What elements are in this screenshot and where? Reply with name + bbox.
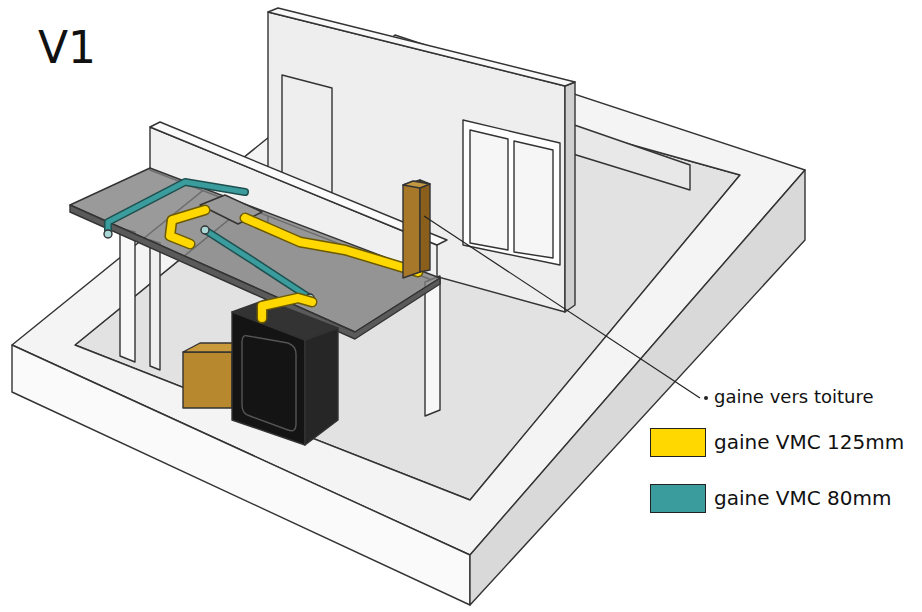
tall-wall-edge	[565, 82, 575, 312]
leader-line	[424, 216, 700, 398]
unit-panel	[242, 336, 296, 431]
window	[463, 120, 560, 265]
roof-duct	[403, 180, 420, 278]
pillar	[120, 228, 135, 362]
diagram-title: V1	[38, 24, 96, 72]
unit-side	[305, 328, 338, 445]
cabinet	[183, 352, 232, 408]
legend-swatch	[650, 484, 706, 513]
vent-outlet	[201, 226, 209, 234]
leader-dot	[704, 396, 708, 400]
duct-125	[170, 210, 418, 272]
tall-wall-top	[268, 8, 575, 86]
roof-duct-top	[403, 181, 430, 188]
window-pane	[514, 141, 553, 258]
legend-text: gaine VMC 125mm	[714, 431, 904, 453]
unit-face	[232, 312, 305, 445]
legend-text: gaine VMC 80mm	[714, 487, 892, 509]
window-pane	[470, 130, 508, 250]
duct-125	[262, 298, 312, 318]
callout-label: gaine vers toiture	[712, 387, 876, 407]
pillar	[150, 240, 160, 370]
duct-80	[108, 182, 310, 298]
back-block	[560, 120, 690, 190]
ceiling-panel-edge	[70, 205, 440, 339]
pillar	[425, 276, 440, 416]
vent-outlet	[104, 230, 112, 238]
roof-duct-side	[420, 180, 430, 272]
legend-swatch	[650, 428, 706, 457]
